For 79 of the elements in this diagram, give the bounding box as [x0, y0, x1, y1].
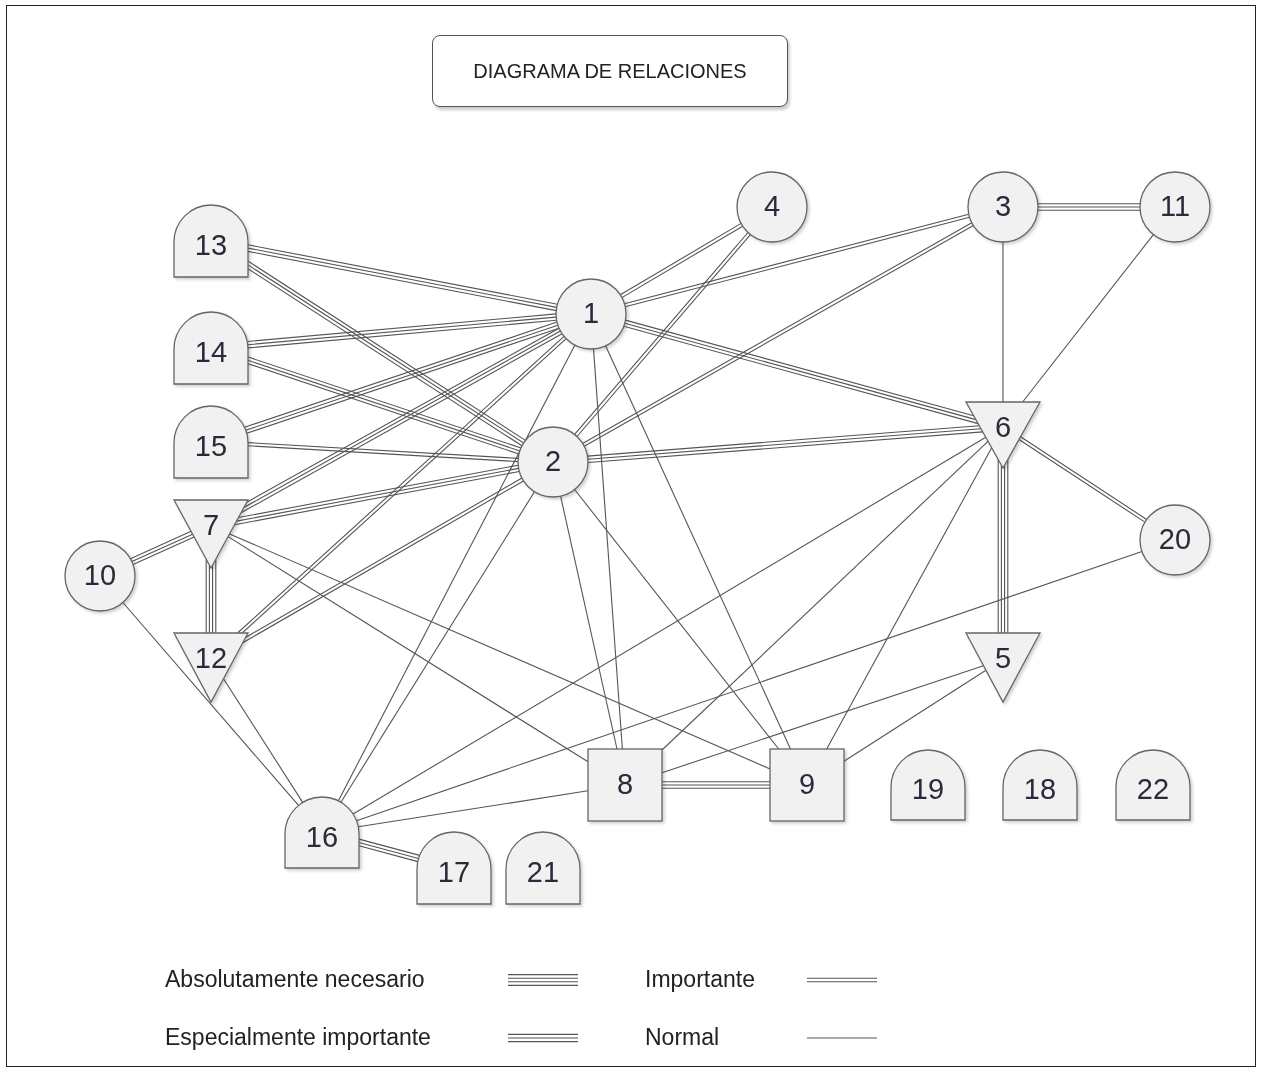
node-number: 7	[201, 510, 221, 540]
node-number: 11	[1158, 192, 1192, 221]
arch-node	[1116, 750, 1190, 820]
connector-line	[1002, 241, 1004, 403]
arch-node	[506, 832, 580, 904]
connector-line	[661, 440, 989, 751]
legend-label: Absolutamente necesario	[165, 966, 425, 993]
connector-line	[242, 477, 525, 644]
square-node	[770, 749, 844, 821]
connector-line	[240, 327, 563, 514]
node-number: 12	[193, 644, 229, 674]
connector-line	[623, 213, 971, 308]
node-number: 10	[82, 561, 118, 590]
connector-line	[605, 345, 792, 750]
arch-node	[174, 312, 248, 384]
node-number: 22	[1135, 775, 1171, 804]
connector-line	[623, 319, 979, 425]
node-number: 1	[581, 299, 601, 328]
node-number: 21	[525, 858, 561, 887]
connector-line	[227, 536, 589, 763]
triangle-node	[966, 633, 1040, 702]
node-number: 20	[1157, 525, 1193, 554]
node-number: 2	[543, 447, 563, 476]
connector-line	[129, 530, 195, 566]
circle-node	[1140, 505, 1210, 575]
arch-node	[1003, 750, 1077, 820]
triangle-node	[966, 402, 1040, 468]
node-number: 3	[993, 192, 1013, 221]
node-number: 5	[993, 644, 1013, 674]
node-number: 4	[762, 192, 782, 221]
node-number: 8	[615, 770, 635, 799]
connector-line	[619, 222, 744, 299]
triangle-node	[174, 500, 248, 568]
connector-line	[236, 335, 567, 634]
square-node	[588, 749, 662, 821]
circle-node	[65, 541, 135, 611]
legend-label: Especialmente importante	[165, 1024, 431, 1051]
connector-line	[574, 231, 751, 438]
legend-label: Normal	[645, 1024, 720, 1051]
node-number: 18	[1022, 775, 1058, 804]
node-number: 13	[193, 231, 229, 260]
connector-line	[222, 678, 304, 803]
connector-line	[1037, 203, 1141, 211]
circle-node	[968, 172, 1038, 242]
connector-line	[229, 533, 771, 770]
connector-line	[582, 222, 974, 447]
connector-line	[340, 491, 536, 803]
arch-node	[891, 750, 965, 820]
arch-node	[417, 832, 491, 904]
connector-line	[122, 601, 300, 806]
connector-line	[247, 442, 519, 463]
circle-node	[518, 427, 588, 497]
connector-line	[337, 344, 576, 802]
node-number: 9	[797, 770, 817, 799]
node-number: 17	[436, 858, 472, 887]
node-number: 19	[910, 775, 946, 804]
arch-node	[174, 406, 248, 478]
node-number: 6	[993, 412, 1013, 442]
connector-line	[574, 488, 780, 750]
arch-node	[285, 797, 359, 868]
connector-line	[352, 436, 987, 815]
connector-line	[592, 348, 623, 750]
node-number: 14	[193, 338, 229, 367]
circle-node	[737, 172, 807, 242]
circle-node	[1140, 172, 1210, 242]
connector-line	[205, 558, 217, 634]
connector-line	[1022, 234, 1154, 403]
triangle-node	[174, 633, 248, 702]
arch-node	[174, 205, 248, 277]
connector-line	[243, 321, 560, 434]
node-number: 16	[304, 822, 340, 852]
circle-node	[556, 279, 626, 349]
legend-label: Importante	[645, 966, 755, 993]
connector-line	[1018, 436, 1148, 523]
connector-line	[560, 495, 618, 750]
title-box: DIAGRAMA DE RELACIONES	[432, 35, 788, 107]
connector-line	[826, 447, 993, 750]
node-number: 15	[193, 432, 229, 461]
connector-line	[234, 464, 520, 526]
